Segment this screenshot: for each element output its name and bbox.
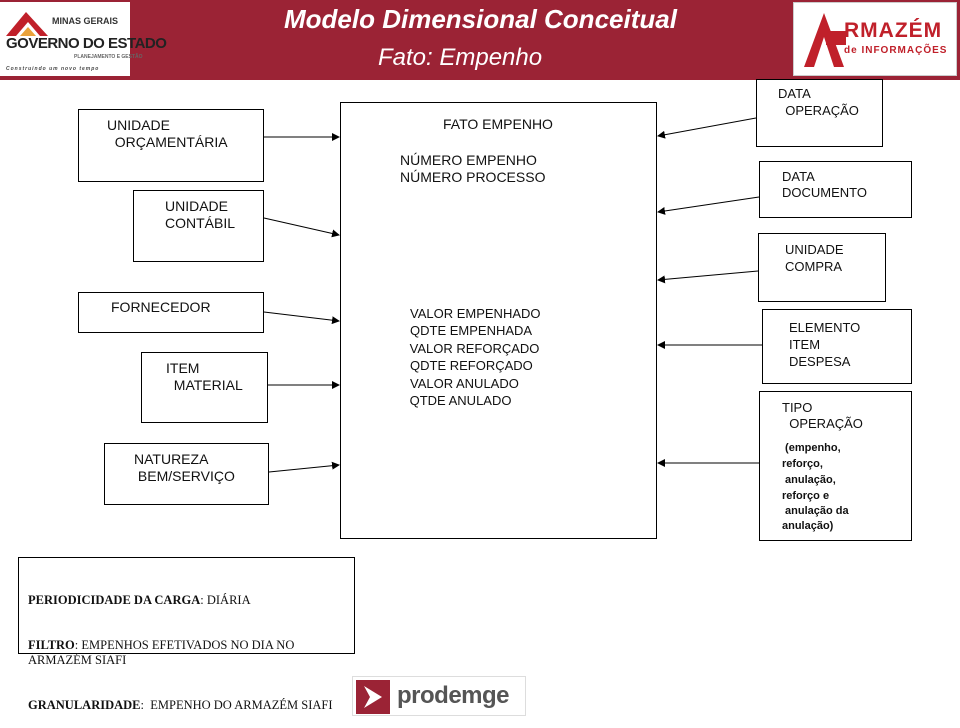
note-periodicidade: PERIODICIDADE DA CARGA: DIÁRIA — [28, 593, 348, 608]
dim-data-operacao-l2: OPERAÇÃO — [778, 103, 859, 118]
armazem-a-icon — [804, 13, 846, 67]
header-bar: MINAS GERAIS GOVERNO DO ESTADO PLANEJAME… — [0, 0, 960, 80]
dim-elemento-l3: DESPESA — [789, 354, 851, 369]
dim-elemento-l2: ITEM — [789, 337, 821, 352]
note-filtro: FILTRO: EMPENHOS EFETIVADOS NO DIA NO AR… — [28, 638, 348, 668]
notes-text: PERIODICIDADE DA CARGA: DIÁRIA FILTRO: E… — [28, 563, 348, 728]
page-subtitle: Fato: Empenho — [378, 44, 543, 71]
note-filtro-label: FILTRO — [28, 638, 75, 652]
mountain-logo-icon — [6, 12, 48, 36]
arrow-fornecedor — [263, 311, 340, 325]
dim-unidade-contabil-l2: CONTÁBIL — [165, 215, 236, 231]
dim-unidade-compra-l1: UNIDADE — [785, 242, 844, 257]
logo-line3: PLANEJAMENTO E GESTÃO — [74, 54, 143, 60]
tipo-operacao-value-1: (empenho, — [782, 442, 841, 454]
dim-unidade-orcamentaria-l2: ORÇAMENTÁRIA — [107, 134, 228, 150]
dim-unidade-orcamentaria-l1: UNIDADE — [107, 117, 171, 133]
fact-measure-3: VALOR REFORÇADO — [406, 341, 540, 356]
prodemge-wordmark: prodemge — [397, 682, 510, 709]
dimension-data-operacao — [756, 79, 883, 147]
dim-tipo-operacao-l1: TIPO — [782, 400, 813, 415]
dimension-item-material — [141, 352, 268, 423]
dimension-fornecedor — [78, 292, 264, 333]
arrow-data-documento — [657, 196, 760, 215]
arrow-unidade-contabil — [263, 217, 340, 238]
dim-data-documento-l1: DATA — [782, 169, 815, 184]
note-granularidade: GRANULARIDADE: EMPENHO DO ARMAZÉM SIAFI — [28, 698, 348, 713]
dim-item-material-l1: ITEM — [166, 360, 200, 376]
dim-elemento-l1: ELEMENTO — [789, 320, 861, 335]
dimension-tipo-operacao — [759, 391, 912, 541]
dim-item-material-l2: MATERIAL — [166, 377, 243, 393]
dim-data-operacao-l1: DATA — [778, 86, 811, 101]
fact-table-empenho — [340, 102, 657, 539]
dim-unidade-contabil-l1: UNIDADE — [165, 198, 229, 214]
fact-measure-5: VALOR ANULADO — [410, 376, 519, 391]
governo-minas-logo: MINAS GERAIS GOVERNO DO ESTADO PLANEJAME… — [0, 2, 167, 76]
note-granularidade-value: : EMPENHO DO ARMAZÉM SIAFI — [140, 698, 333, 712]
armazem-logo-name: RMAZÉM — [844, 19, 943, 42]
arrow-natureza — [268, 461, 340, 473]
fact-measure-4: QDTE REFORÇADO — [410, 358, 533, 373]
dimension-elemento-item-despesa — [762, 309, 912, 384]
dim-natureza-l2: BEM/SERVIÇO — [134, 468, 235, 484]
fact-measure-2: QDTE EMPENHADA — [410, 323, 533, 338]
armazem-logo: RMAZÉM de INFORMAÇÕES — [793, 2, 957, 76]
logo-line1: MINAS GERAIS — [52, 16, 119, 26]
fact-measure-1: VALOR EMPENHADO — [410, 306, 541, 321]
dim-unidade-compra-l2: COMPRA — [785, 259, 843, 274]
prodemge-mark-icon — [356, 680, 390, 714]
dimension-unidade-compra — [758, 233, 886, 302]
dim-data-documento-l2: DOCUMENTO — [782, 185, 867, 200]
note-filtro-value: : EMPENHOS EFETIVADOS NO DIA NO ARMAZÉM … — [28, 638, 297, 667]
arrow-data-operacao — [657, 117, 757, 139]
fact-measure-6: QTDE ANULADO — [406, 393, 512, 408]
fact-key-2: NÚMERO PROCESSO — [400, 169, 546, 185]
tipo-operacao-value-3: anulação, — [782, 474, 836, 486]
note-periodicidade-value: : DIÁRIA — [200, 593, 251, 607]
tipo-operacao-value-6: anulação) — [782, 520, 834, 532]
tipo-operacao-value-2: reforço, — [782, 458, 823, 470]
arrow-unidade-compra — [657, 270, 759, 284]
dim-natureza-l1: NATUREZA — [134, 451, 209, 467]
note-granularidade-label: GRANULARIDADE — [28, 698, 141, 712]
page-title: Modelo Dimensional Conceitual — [284, 4, 677, 34]
dim-tipo-operacao-l2: OPERAÇÃO — [782, 416, 863, 431]
tipo-operacao-value-4: reforço e — [782, 490, 830, 502]
prodemge-logo: prodemge — [352, 676, 526, 716]
armazem-logo-sub: de INFORMAÇÕES — [844, 45, 948, 56]
dimension-unidade-contabil — [133, 190, 264, 262]
dimension-data-documento — [759, 161, 912, 218]
fact-key-1: NÚMERO EMPENHO — [400, 152, 537, 168]
dimension-natureza — [104, 443, 269, 505]
dimension-unidade-orcamentaria — [78, 109, 264, 182]
fact-title: FATO EMPENHO — [443, 116, 553, 132]
tipo-operacao-value-5: anulação da — [782, 505, 849, 517]
logo-line2: GOVERNO DO ESTADO — [6, 35, 167, 52]
dim-fornecedor-l1: FORNECEDOR — [111, 299, 211, 315]
notes-box — [18, 557, 355, 654]
logo-tagline: Construindo um novo tempo — [6, 66, 100, 72]
note-periodicidade-label: PERIODICIDADE DA CARGA — [28, 593, 201, 607]
